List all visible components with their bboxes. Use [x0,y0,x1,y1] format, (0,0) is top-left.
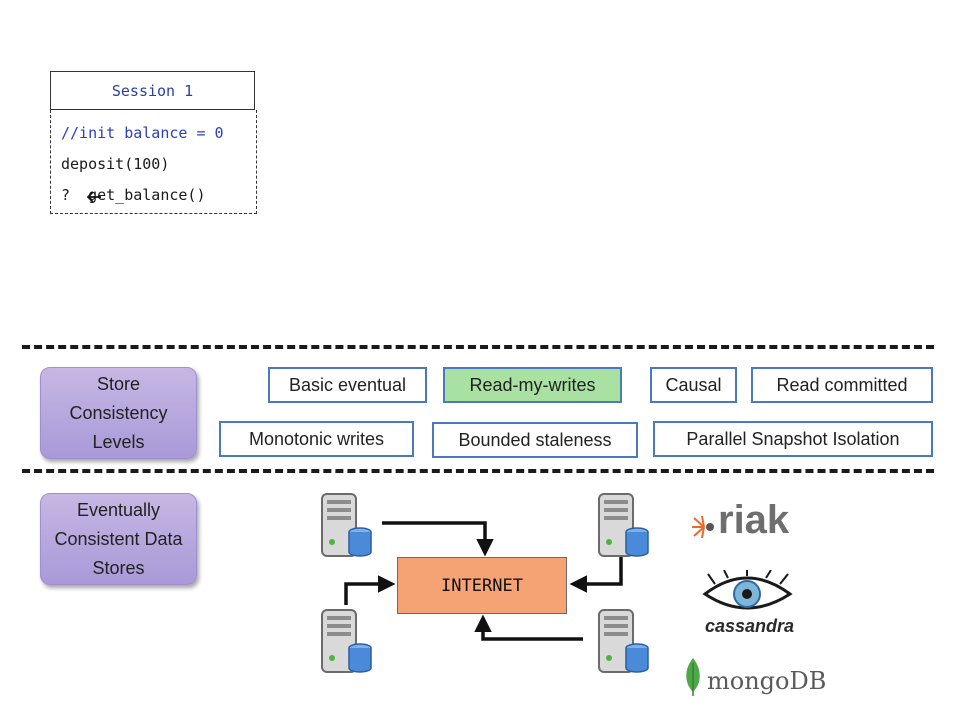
session-header: Session 1 [50,71,255,110]
code-line-deposit: deposit(100) [61,155,170,173]
level-read-committed: Read committed [751,367,933,403]
cassandra-logo-text: cassandra [705,616,795,636]
code-line-get-balance: ? get_balance() [61,186,206,204]
cassandra-logo: cassandra [700,570,800,640]
dashed-separator-bottom [22,469,934,473]
store-consistency-text: Store Consistency Levels [69,373,168,452]
level-parallel-snapshot: Parallel Snapshot Isolation [653,421,933,457]
session-title: Session 1 [111,81,194,100]
eventually-consistent-text: Eventually Consistent Data Stores [54,499,183,578]
level-basic-eventual: Basic eventual [268,367,427,403]
mongodb-text-suffix: DB [789,667,827,695]
dashed-separator-top [22,345,934,349]
level-read-my-writes: Read-my-writes [443,367,622,403]
server-database-icon [598,493,649,557]
riak-spark-icon [692,515,714,539]
mongodb-leaf-icon [686,658,700,696]
eventually-consistent-label: Eventually Consistent Data Stores [40,493,197,585]
server-database-icon [321,609,372,673]
connector-top-right [569,555,623,593]
level-causal: Causal [650,367,737,403]
riak-logo: riak [690,498,800,550]
server-database-icon [321,493,372,557]
session-code-block: //init balance = 0 deposit(100) ? get_ba… [50,110,257,214]
server-database-icon [598,609,649,673]
store-consistency-label: Store Consistency Levels [40,367,197,459]
code-line-init: //init balance = 0 [61,124,224,142]
internet-box: INTERNET [397,557,567,614]
connector-bottom-left [344,575,396,605]
level-bounded-staleness: Bounded staleness [432,422,638,458]
mongodb-logo-text: mongoDB [707,667,826,695]
internet-label: INTERNET [441,575,523,596]
mongodb-logo: mongoDB [683,655,826,700]
connector-bottom-right [474,614,583,641]
cassandra-eye-icon [702,570,793,610]
mongodb-text-prefix: mongo [707,667,790,695]
level-monotonic-writes: Monotonic writes [219,421,414,457]
connector-top-left [382,521,494,557]
riak-logo-text: riak [718,498,790,542]
left-arrow-icon [86,191,101,203]
